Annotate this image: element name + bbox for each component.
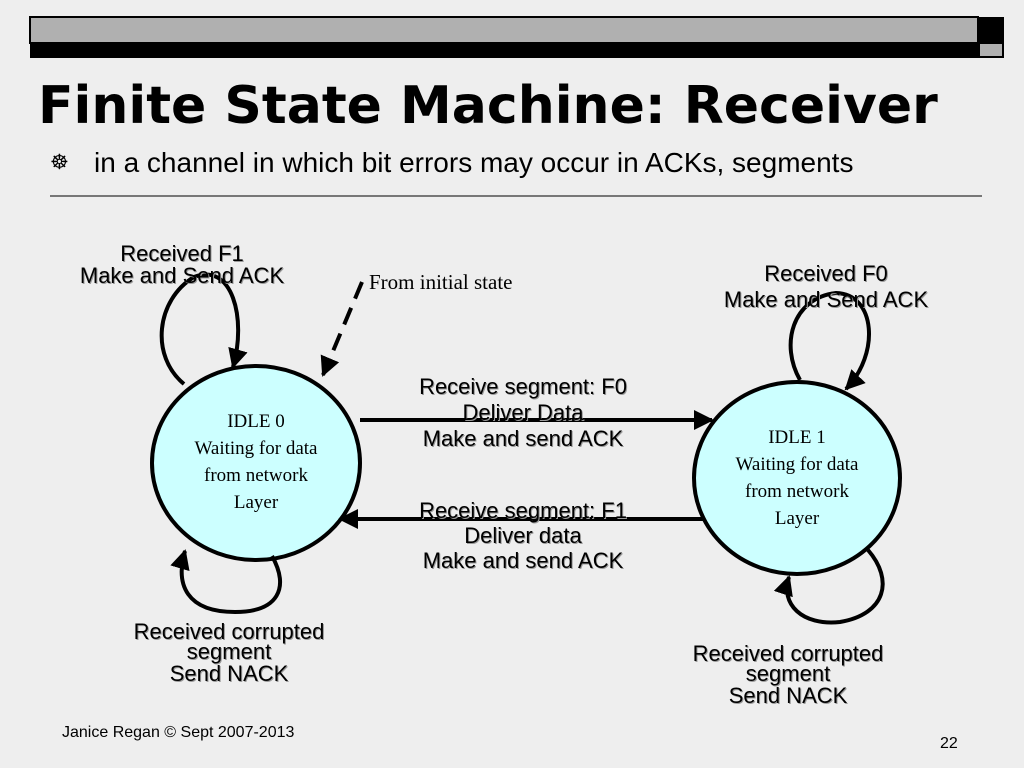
label-idle0-self-bottom-line-2: segment xyxy=(186,639,272,664)
label-idle1-self-top-line-2: Make and Send ACK xyxy=(723,287,929,312)
state-idle-0-label: IDLE 0 Waiting for data from network Lay… xyxy=(166,408,346,516)
state-idle-1-line-3: Layer xyxy=(774,508,820,529)
initial-state-note: From initial state xyxy=(369,270,513,294)
label-idle0-to-idle1-line-1: Receive segment: F0 xyxy=(419,374,627,399)
arrow-initial-state xyxy=(320,281,364,377)
state-idle-0 xyxy=(150,364,362,562)
label-idle0-to-idle1: Receive segment: F0 Deliver Data Make an… xyxy=(393,374,653,452)
loop-idle1-bottom xyxy=(773,548,885,625)
state-idle-1-line-1: Waiting for data xyxy=(735,454,859,475)
label-idle1-to-idle0-line-3: Make and send ACK xyxy=(422,548,624,573)
state-idle-1 xyxy=(692,380,902,576)
label-idle1-self-bottom-line-1: Received corrupted xyxy=(692,641,884,666)
label-idle0-self-top-line-2: Make and Send ACK xyxy=(79,263,285,288)
header-corner-dark xyxy=(978,17,1004,43)
loop-idle0-top xyxy=(159,272,248,386)
header-bars xyxy=(29,16,1004,58)
label-idle0-self-bottom: Received corrupted segment Send NACK xyxy=(99,619,359,686)
state-idle-0-line-3: Layer xyxy=(233,492,279,513)
bullet-icon: ☸ xyxy=(50,151,69,174)
label-idle1-self-bottom-line-2: segment xyxy=(745,661,831,686)
state-idle-0-name: IDLE 0 xyxy=(227,411,285,432)
header-bar-dark xyxy=(30,43,978,58)
footer-author: Janice Regan © Sept 2007-2013 xyxy=(62,724,295,741)
state-idle-1-label: IDLE 1 Waiting for data from network Lay… xyxy=(707,424,887,532)
slide-title: Finite State Machine: Receiver xyxy=(38,76,938,136)
label-idle0-self-bottom-line-3: Send NACK xyxy=(169,661,289,686)
label-idle0-self-bottom-line-1: Received corrupted xyxy=(133,619,325,644)
page-number: 22 xyxy=(940,735,958,752)
label-idle1-self-bottom: Received corrupted segment Send NACK xyxy=(658,641,918,708)
header-bar-light xyxy=(29,16,979,44)
label-idle1-to-idle0-line-2: Deliver data xyxy=(464,523,582,548)
label-idle0-self-top-line-1: Received F1 xyxy=(120,241,244,266)
state-idle-1-line-2: from network xyxy=(745,481,849,502)
state-idle-0-line-2: from network xyxy=(204,465,308,486)
state-idle-1-name: IDLE 1 xyxy=(768,427,826,448)
loop-idle0-bottom xyxy=(170,549,283,615)
label-idle0-self-top: Received F1 Make and Send ACK xyxy=(52,243,312,287)
label-idle1-self-bottom-line-3: Send NACK xyxy=(728,683,848,708)
label-idle1-to-idle0: Receive segment: F1 Deliver data Make an… xyxy=(393,498,653,573)
label-idle0-to-idle1-line-3: Make and send ACK xyxy=(422,426,624,451)
label-idle1-self-top-line-1: Received F0 xyxy=(764,261,888,286)
header-corner-light xyxy=(978,42,1004,58)
label-idle1-self-top: Received F0 Make and Send ACK xyxy=(696,261,956,313)
state-idle-0-line-1: Waiting for data xyxy=(194,438,318,459)
loop-idle1-top xyxy=(788,290,871,391)
label-idle0-to-idle1-line-2: Deliver Data xyxy=(462,400,584,425)
label-idle1-to-idle0-line-1: Receive segment: F1 xyxy=(419,498,627,523)
bullet-text: in a channel in which bit errors may occ… xyxy=(94,147,854,178)
